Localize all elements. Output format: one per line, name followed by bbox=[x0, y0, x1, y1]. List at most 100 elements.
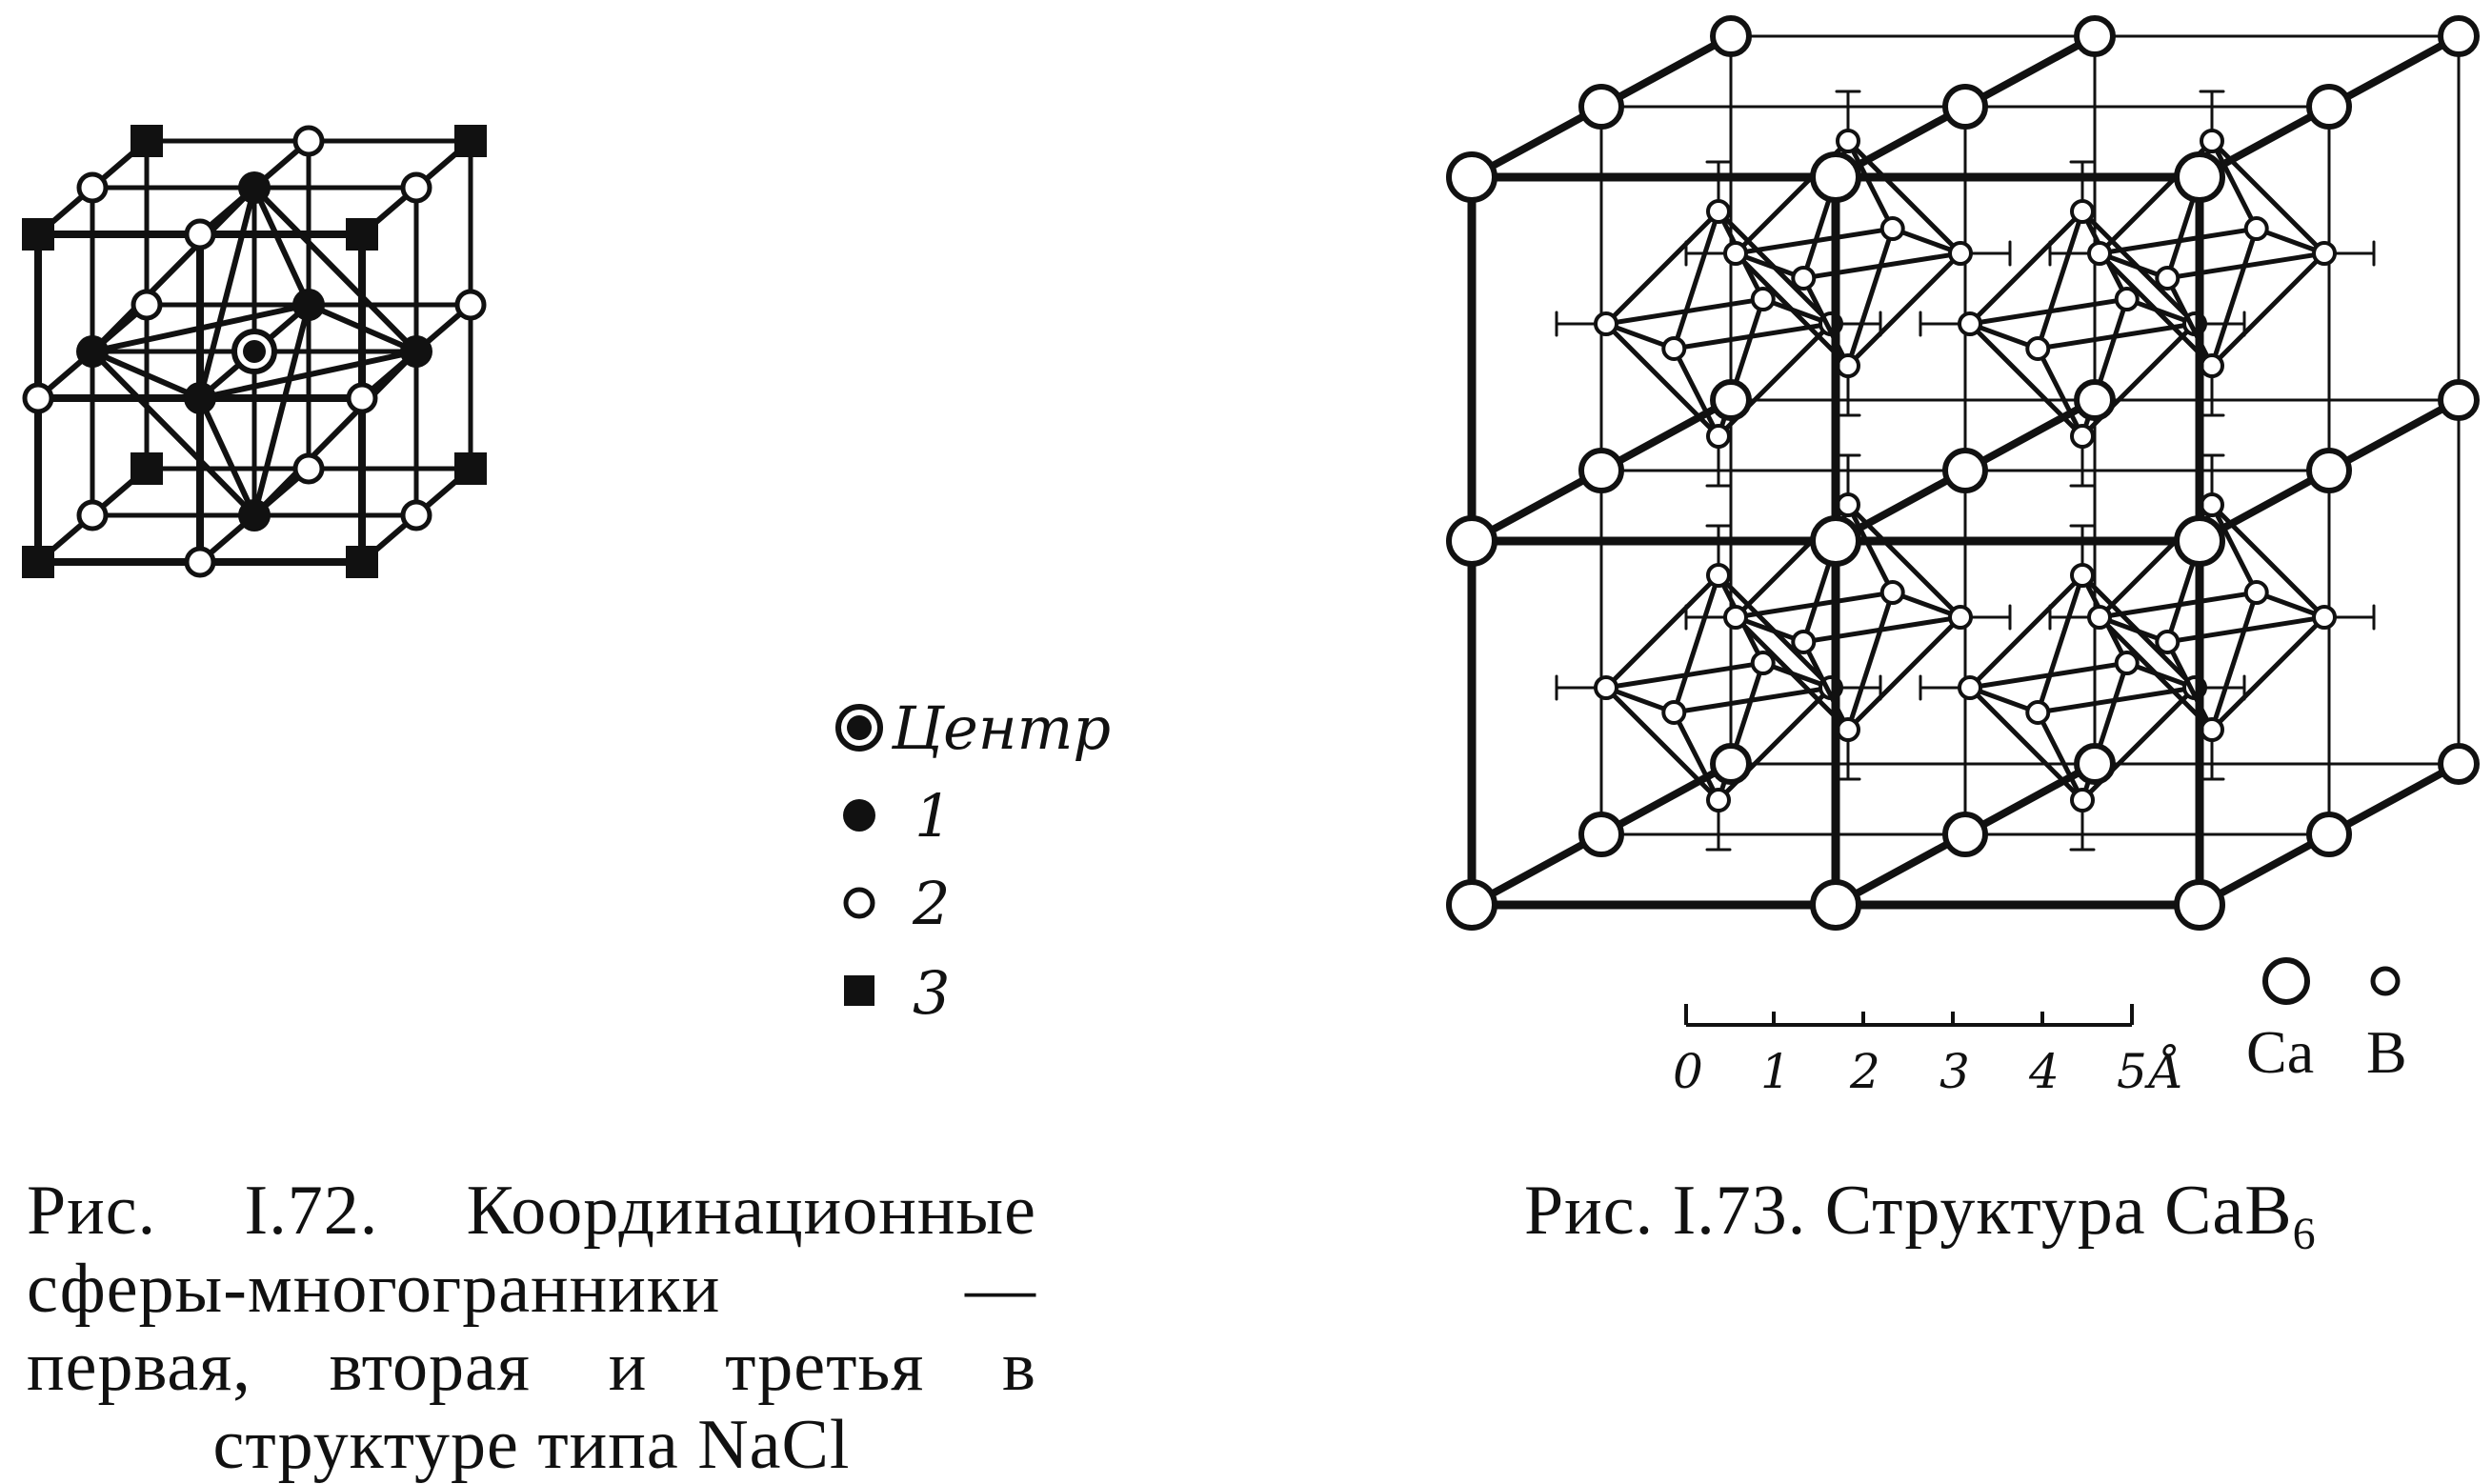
depth-lattice-edge bbox=[1598, 396, 1735, 474]
boron-atom bbox=[1706, 563, 1731, 588]
boron-octahedron-edge bbox=[1733, 251, 1851, 369]
legend-ca-label: Ca bbox=[2246, 1018, 2314, 1086]
boron-atom bbox=[1948, 605, 1973, 630]
legend-sphere-2-label: 2 bbox=[912, 869, 950, 938]
boron-atom bbox=[2025, 699, 2051, 725]
scale-unit-label: Å bbox=[2144, 1043, 2183, 1099]
boron-octahedron-edge bbox=[1733, 226, 1896, 256]
third-sphere-atom bbox=[454, 452, 487, 485]
calcium-atom bbox=[1710, 379, 1752, 421]
cab6-structure-diagram: 0 1 2 3 4 5 Å Ca B bbox=[1446, 15, 2480, 1099]
third-sphere-atom bbox=[131, 125, 163, 157]
boron-octahedron-edge bbox=[1733, 590, 1896, 620]
boron-octahedron-edge bbox=[2209, 226, 2260, 369]
legend-b-symbol bbox=[2370, 966, 2401, 996]
boron-atom bbox=[1706, 788, 1731, 812]
boron-octahedron-edge bbox=[2035, 710, 2085, 803]
calcium-atom bbox=[1810, 151, 1861, 203]
calcium-atom bbox=[2174, 879, 2225, 931]
second-sphere-atom bbox=[22, 382, 54, 414]
octahedron-edge bbox=[90, 349, 203, 401]
second-sphere-atom bbox=[454, 289, 487, 321]
boron-atom bbox=[1594, 675, 1618, 700]
boron-octahedron-edge bbox=[2097, 226, 2260, 256]
octahedron-edge bbox=[197, 349, 419, 401]
boron-octahedron-edge bbox=[1603, 660, 1766, 691]
legend-sphere-3-label: 3 bbox=[913, 958, 950, 1028]
second-sphere-atom bbox=[184, 218, 216, 251]
boron-atom bbox=[2087, 241, 2112, 266]
second-sphere-atom bbox=[292, 125, 325, 157]
boron-atom bbox=[2312, 241, 2337, 266]
depth-lattice-edge bbox=[1598, 760, 1735, 838]
boron-atom bbox=[1836, 717, 1860, 742]
calcium-atom bbox=[2074, 379, 2116, 421]
center-atom-core bbox=[243, 340, 266, 363]
calcium-atom bbox=[2438, 743, 2480, 785]
calcium-atom bbox=[1810, 879, 1861, 931]
octahedron-edge bbox=[251, 349, 419, 518]
second-sphere-atom bbox=[400, 499, 432, 531]
boron-octahedron-edge bbox=[1967, 572, 2085, 691]
calcium-atom bbox=[2438, 15, 2480, 57]
figure-72-caption: Рис. I.72. Координационные сферы-многогр… bbox=[27, 1172, 1036, 1484]
calcium-atom bbox=[2074, 15, 2116, 57]
boron-atom bbox=[2155, 265, 2180, 291]
calcium-atom bbox=[1446, 151, 1497, 203]
second-sphere-atom bbox=[184, 546, 216, 578]
first-sphere-atom bbox=[184, 382, 216, 414]
octahedron-edge bbox=[251, 302, 312, 518]
calcium-atom bbox=[1578, 84, 1624, 130]
boron-atom bbox=[2200, 129, 2224, 153]
boron-octahedron-edge bbox=[1845, 138, 1896, 231]
depth-lattice-edge bbox=[2325, 760, 2462, 838]
scale-tick-3: 3 bbox=[1939, 1044, 1970, 1099]
calcium-atom bbox=[2074, 743, 2116, 785]
octahedron-edge bbox=[251, 185, 419, 354]
boron-octahedron-edge bbox=[1967, 209, 2085, 327]
depth-lattice-edge bbox=[1961, 32, 2099, 110]
calcium-atom bbox=[1446, 879, 1497, 931]
scale-tick-1: 1 bbox=[1760, 1044, 1791, 1099]
calcium-atom bbox=[2174, 151, 2225, 203]
octahedron-edge bbox=[197, 185, 257, 401]
calcium-atom bbox=[1942, 84, 1988, 130]
third-sphere-atom bbox=[346, 546, 378, 578]
boron-atom bbox=[2070, 788, 2095, 812]
boron-octahedron-edge bbox=[2209, 590, 2260, 732]
boron-atom bbox=[2200, 492, 2224, 517]
boron-atom bbox=[1706, 199, 1731, 224]
legend-sphere-1-label: 1 bbox=[914, 781, 952, 851]
second-sphere-atom bbox=[400, 171, 432, 204]
calcium-atom bbox=[2438, 379, 2480, 421]
second-sphere-atom bbox=[131, 289, 163, 321]
front-lattice-lines bbox=[1467, 32, 2462, 910]
boron-octahedron-edge bbox=[1845, 251, 1963, 369]
depth-lattice-edge bbox=[1961, 760, 2099, 838]
third-sphere-atom bbox=[454, 125, 487, 157]
third-sphere-atom bbox=[22, 546, 54, 578]
second-sphere-atom bbox=[346, 382, 378, 414]
first-sphere-atom bbox=[76, 335, 109, 368]
boron-octahedron-edge bbox=[1967, 660, 2130, 691]
calcium-atoms bbox=[1446, 15, 2480, 931]
legend-b-label: B bbox=[2366, 1018, 2407, 1086]
boron-atom bbox=[1836, 353, 1860, 378]
depth-lattice-edge bbox=[1961, 396, 2099, 474]
second-sphere-atom bbox=[76, 171, 109, 204]
octahedron-edge bbox=[90, 349, 257, 518]
boron-atom bbox=[1750, 287, 1776, 312]
boron-octahedron-edge bbox=[1671, 572, 1721, 715]
second-sphere-atom bbox=[76, 499, 109, 531]
boron-octahedron-edge bbox=[1967, 296, 2130, 327]
third-sphere-atom bbox=[22, 218, 54, 251]
boron-atom bbox=[1723, 241, 1748, 266]
calcium-atom bbox=[1810, 515, 1861, 567]
boron-atom bbox=[1879, 216, 1905, 242]
calcium-atom bbox=[1942, 812, 1988, 857]
boron-atom bbox=[1879, 580, 1905, 606]
nacl-coordination-diagram: Центр 1 2 3 bbox=[22, 125, 1111, 1028]
boron-octahedron-edge bbox=[1671, 710, 1721, 803]
legend-sphere-3-symbol bbox=[844, 975, 874, 1006]
boron-octahedron-edge bbox=[1603, 296, 1766, 327]
